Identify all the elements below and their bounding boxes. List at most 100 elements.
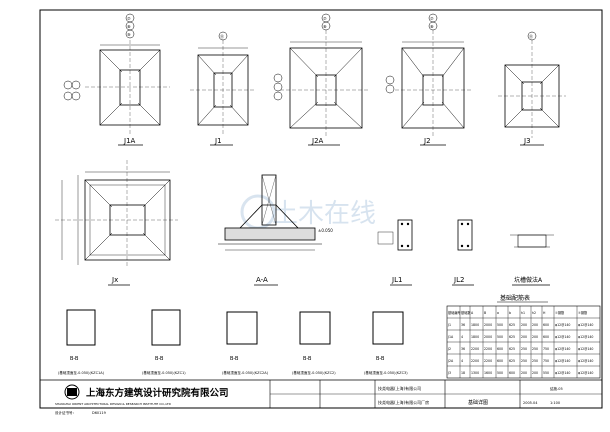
schedule-cell: 4 bbox=[461, 359, 463, 363]
plan-j2a: ⑦ ⑧ J2A bbox=[273, 13, 370, 146]
schedule-cell: 2000 bbox=[484, 323, 492, 327]
schedule-header: h2 bbox=[532, 311, 536, 315]
schedule-cell: φ12@140 bbox=[555, 323, 570, 327]
schedule-header: 基础编号 bbox=[448, 310, 461, 315]
drawing-date: 2005.04 bbox=[523, 401, 538, 405]
schedule-cell: 625 bbox=[509, 359, 515, 363]
axis-label: ⑧ bbox=[127, 24, 131, 29]
schedule-cell: φ12@140 bbox=[555, 347, 570, 351]
plan-j2: ⑦ ⑧ J2 bbox=[385, 13, 472, 146]
plan-label: J3 bbox=[523, 137, 531, 145]
schedule-cell: 200 bbox=[532, 335, 538, 339]
plan-label: J1A bbox=[123, 137, 136, 145]
schedule-cell: J2 bbox=[447, 347, 451, 351]
beam-label: JL1 bbox=[391, 276, 402, 284]
section-label: B-B bbox=[70, 356, 79, 362]
schedule-cell: 500 bbox=[497, 335, 503, 339]
schedule-cell: 625 bbox=[509, 347, 515, 351]
schedule-cell: 625 bbox=[509, 323, 515, 327]
section-label: B-B bbox=[303, 356, 312, 362]
beam-jl2: JL2 bbox=[452, 219, 474, 286]
schedule-header: H bbox=[543, 311, 546, 315]
schedule-cell: 200 bbox=[532, 323, 538, 327]
schedule-header: h1 bbox=[521, 311, 525, 315]
column-section: B-B (基础顶面至-0.050)(KZC3) bbox=[364, 311, 408, 375]
watermark: 土木在线 bbox=[240, 194, 376, 230]
schedule-cell: 200 bbox=[521, 335, 527, 339]
schedule-cell: φ12@140 bbox=[555, 359, 570, 363]
column-section: B-B (基础顶面至-0.050)(KZC2) bbox=[292, 311, 336, 375]
schedule-cell: φ12@140 bbox=[578, 347, 593, 351]
section-note: (基础顶面至-0.050)(KZC1A) bbox=[58, 370, 105, 375]
section-note: (基础顶面至-0.050)(KZC1) bbox=[142, 370, 186, 375]
axis-label: ⑧ bbox=[323, 24, 327, 29]
plan-label: J1 bbox=[214, 137, 222, 145]
column-section: B-B (基础顶面至-0.050)(KZC1A) bbox=[58, 309, 105, 375]
schedule-cell: J2A bbox=[447, 359, 454, 363]
axis-label: ⑦ bbox=[127, 16, 131, 21]
schedule-cell: 250 bbox=[532, 359, 538, 363]
section-note: (基础顶面至-0.050)(KZC2) bbox=[292, 370, 336, 375]
column-sections: B-B (基础顶面至-0.050)(KZC1A) B-B (基础顶面至-0.05… bbox=[58, 309, 408, 375]
axis-label: ⑦ bbox=[430, 16, 434, 21]
schedule-cell: 200 bbox=[532, 371, 538, 375]
cert-number: D60119 bbox=[92, 411, 106, 415]
beam-label: JL2 bbox=[453, 276, 464, 284]
axis-label: ⑦ bbox=[323, 16, 327, 21]
plan-label: Jx bbox=[111, 276, 118, 284]
schedule-cell: φ12@140 bbox=[578, 359, 593, 363]
section-a-a: ±0.050 A-A bbox=[218, 174, 333, 286]
schedule-cell: 2200 bbox=[484, 359, 492, 363]
schedule-cell: J3 bbox=[447, 371, 451, 375]
company-name: 上海东方建筑设计研究院有限公司 bbox=[86, 387, 229, 399]
schedule-title: 基础配筋表 bbox=[500, 294, 530, 302]
schedule-cell: 2200 bbox=[471, 347, 479, 351]
axis-label: ⑪ bbox=[220, 33, 224, 39]
beam-jl1: JL1 bbox=[377, 219, 413, 286]
schedule-cell: 250 bbox=[532, 347, 538, 351]
schedule-cell: 18 bbox=[461, 371, 465, 375]
schedule-cell: φ12@140 bbox=[578, 323, 593, 327]
schedule-cell: φ12@140 bbox=[555, 335, 570, 339]
schedule-cell: 600 bbox=[543, 323, 549, 327]
schedule-cell: 36 bbox=[461, 347, 465, 351]
schedule-cell: 600 bbox=[497, 359, 503, 363]
column-section: B-B (基础顶面至-0.050)(KZC1) bbox=[142, 309, 186, 375]
axis-label: ⑪ bbox=[529, 33, 533, 39]
section-label: B-B bbox=[155, 356, 164, 362]
schedule-header: a bbox=[497, 311, 499, 315]
title-block: 上海东方建筑设计研究院有限公司 SHANGHAI ORIENT ARCHITEC… bbox=[40, 379, 602, 415]
schedule-header: ②钢筋 bbox=[578, 310, 587, 315]
schedule-header: A bbox=[471, 311, 474, 315]
section-note: (基础顶面至-0.050)(KZC2A) bbox=[222, 370, 269, 375]
schedule-cell: 36 bbox=[461, 323, 465, 327]
section-label: B-B bbox=[230, 356, 239, 362]
plan-j1: ⑪ J1 bbox=[190, 31, 255, 146]
schedule-cell: φ12@140 bbox=[578, 335, 593, 339]
schedule-cell: 4 bbox=[461, 335, 463, 339]
project-name: 技尧电器(上海)有限公司 bbox=[378, 385, 421, 391]
watermark-text: 土木在线 bbox=[272, 199, 376, 229]
schedule-cell: 2000 bbox=[484, 335, 492, 339]
sheet-border bbox=[39, 9, 603, 409]
pile-detail: 坑槽做法A bbox=[510, 234, 554, 286]
schedule-cell: φ12@140 bbox=[578, 371, 593, 375]
column-section: B-B (基础顶面至-0.050)(KZC2A) bbox=[222, 311, 269, 375]
schedule-cell: 750 bbox=[543, 347, 549, 351]
schedule-cell: 600 bbox=[509, 371, 515, 375]
section-label: A-A bbox=[256, 276, 268, 284]
axis-label: ⑨ bbox=[127, 32, 131, 37]
schedule-cell: 250 bbox=[521, 347, 527, 351]
plan-j1a: ⑦ ⑧ ⑨ J1A bbox=[63, 13, 170, 146]
plan-j3: ⑪ J3 bbox=[498, 31, 566, 146]
schedule-header: ①钢筋 bbox=[555, 310, 564, 315]
elevation-note: ±0.050 bbox=[318, 228, 333, 233]
schedule-cell: 625 bbox=[509, 335, 515, 339]
schedule-cell: 1800 bbox=[471, 335, 479, 339]
schedule-cell: 2200 bbox=[484, 347, 492, 351]
pile-label: 坑槽做法A bbox=[514, 276, 543, 284]
cert-label: 设计证书号： bbox=[55, 410, 76, 415]
schedule-cell: 200 bbox=[521, 323, 527, 327]
